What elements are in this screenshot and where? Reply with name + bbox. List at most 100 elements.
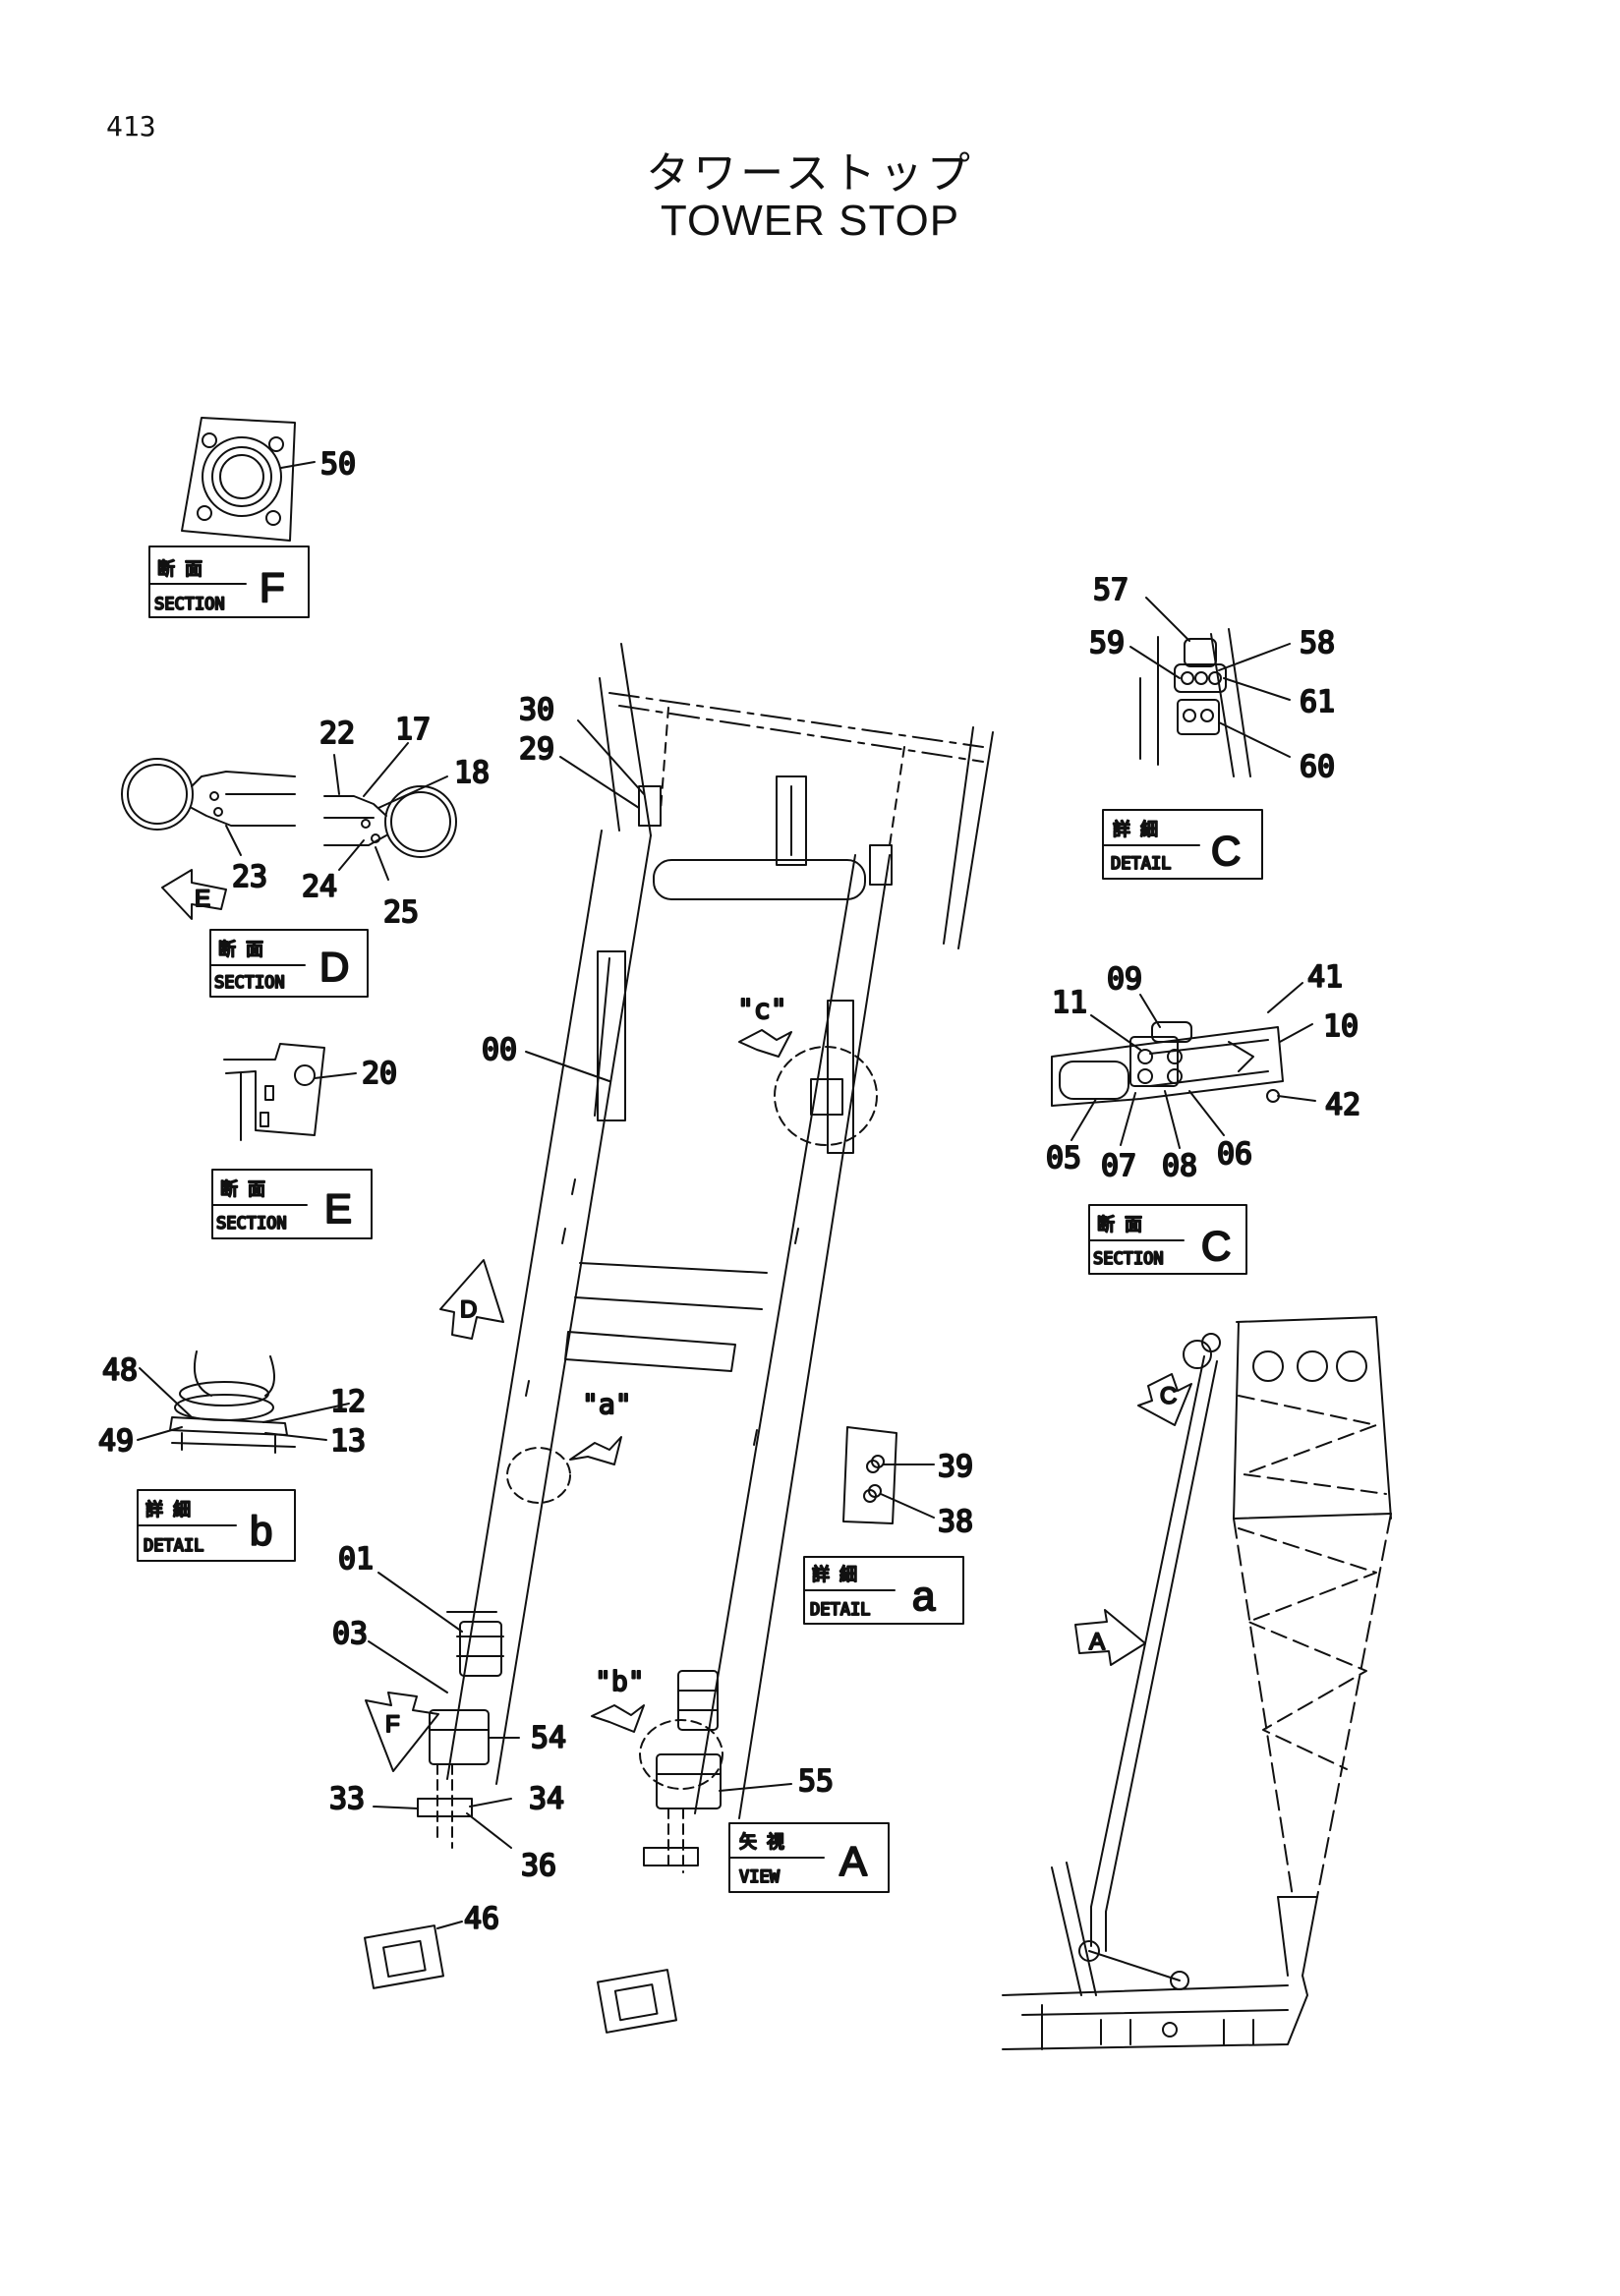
detail-a-drawing (842, 1426, 935, 1524)
callout-07: 07 (1101, 1149, 1136, 1183)
tower-frame-drawing (364, 643, 994, 2034)
svg-text:C: C (1201, 1223, 1231, 1269)
section-e-box: 断面 SECTION E (211, 1169, 373, 1239)
svg-text:A: A (839, 1838, 867, 1884)
svg-text:E: E (324, 1185, 352, 1232)
view-arrow-f: F (365, 1692, 439, 1772)
detail-b-drawing (137, 1350, 350, 1454)
svg-text:"a": "a" (582, 1388, 632, 1420)
callout-12: 12 (330, 1385, 366, 1419)
svg-text:DETAIL: DETAIL (1111, 854, 1171, 874)
callout-41: 41 (1307, 960, 1343, 995)
svg-text:C: C (1160, 1383, 1177, 1409)
svg-text:断面: 断面 (1097, 1215, 1152, 1235)
svg-text:詳細: 詳細 (145, 1500, 201, 1521)
svg-text:詳細: 詳細 (1113, 820, 1168, 840)
callout-11: 11 (1052, 986, 1087, 1020)
callout-55: 55 (798, 1764, 834, 1799)
callout-33: 33 (329, 1782, 365, 1816)
callout-46: 46 (464, 1902, 499, 1936)
svg-text:a: a (912, 1573, 936, 1619)
callout-59: 59 (1089, 626, 1125, 660)
callout-54: 54 (531, 1721, 566, 1755)
svg-text:DETAIL: DETAIL (144, 1536, 203, 1556)
callout-06: 06 (1217, 1137, 1252, 1172)
callout-08: 08 (1162, 1149, 1197, 1183)
svg-text:C: C (1211, 828, 1241, 874)
callout-09: 09 (1107, 962, 1142, 997)
view-arrow-e: E (161, 869, 227, 920)
callout-24: 24 (302, 870, 337, 904)
svg-text:断面: 断面 (220, 1179, 275, 1200)
callout-13: 13 (330, 1424, 366, 1459)
callout-29: 29 (519, 732, 554, 767)
svg-text:F: F (385, 1711, 400, 1738)
section-f-box: 断面 SECTION F (148, 545, 310, 618)
callout-01: 01 (338, 1542, 374, 1577)
detail-a-box: 詳細 DETAIL a (803, 1556, 964, 1625)
callout-00: 00 (482, 1033, 517, 1067)
svg-text:D: D (460, 1296, 477, 1323)
svg-text:断面: 断面 (157, 559, 212, 580)
callout-23: 23 (232, 860, 267, 894)
callout-22: 22 (319, 717, 355, 751)
view-arrow-d: D (439, 1259, 504, 1340)
callout-10: 10 (1323, 1009, 1359, 1044)
title-english: TOWER STOP (660, 197, 960, 245)
section-c-drawing (1051, 982, 1316, 1149)
svg-text:F: F (260, 564, 285, 610)
view-marker-c: "c" (736, 992, 792, 1058)
callout-38: 38 (938, 1505, 973, 1539)
callout-03: 03 (332, 1617, 368, 1651)
crane-lattice-tower-drawing (1002, 1316, 1392, 2050)
view-marker-a: "a" (569, 1387, 633, 1465)
svg-text:E: E (195, 886, 210, 912)
svg-text:矢視: 矢視 (739, 1832, 794, 1853)
title-japanese: タワーストップ (646, 148, 974, 199)
callout-34: 34 (529, 1782, 564, 1816)
view-marker-b: "b" (591, 1664, 646, 1733)
callout-30: 30 (519, 693, 554, 727)
section-c-box: 断面 SECTION C (1088, 1204, 1247, 1275)
callout-50: 50 (320, 447, 356, 482)
view-arrow-c: C (1137, 1373, 1192, 1426)
page-number: 413 (106, 110, 156, 143)
callout-61: 61 (1300, 685, 1335, 719)
svg-text:D: D (319, 944, 349, 990)
view-a-box: 矢視 VIEW A (728, 1822, 890, 1893)
svg-text:"c": "c" (737, 993, 787, 1025)
section-d-box: 断面 SECTION D (209, 929, 369, 998)
svg-text:DETAIL: DETAIL (810, 1600, 870, 1620)
detail-c-drawing (1129, 597, 1291, 777)
callout-05: 05 (1046, 1141, 1081, 1176)
callout-48: 48 (102, 1353, 138, 1388)
callout-60: 60 (1300, 750, 1335, 784)
svg-text:SECTION: SECTION (154, 595, 225, 614)
callout-36: 36 (521, 1849, 556, 1883)
view-arrow-a: A (1074, 1609, 1146, 1666)
svg-text:b: b (250, 1508, 272, 1554)
bracket-drawing (223, 1043, 357, 1141)
callout-58: 58 (1300, 626, 1335, 660)
detail-b-box: 詳細 DETAIL b (137, 1489, 296, 1562)
clamp-assembly-drawing (121, 742, 457, 881)
callout-25: 25 (383, 895, 419, 930)
callout-42: 42 (1325, 1088, 1360, 1122)
tower-leader-lines (368, 719, 792, 1929)
flange-plate-drawing (181, 417, 316, 542)
detail-c-box: 詳細 DETAIL C (1102, 809, 1263, 880)
callout-39: 39 (938, 1450, 973, 1484)
callout-17: 17 (395, 713, 431, 747)
svg-text:SECTION: SECTION (1093, 1249, 1164, 1269)
svg-text:SECTION: SECTION (214, 973, 285, 993)
svg-text:"b": "b" (595, 1665, 645, 1697)
callout-57: 57 (1093, 573, 1128, 607)
callout-18: 18 (454, 756, 490, 790)
svg-text:VIEW: VIEW (739, 1867, 781, 1887)
callout-20: 20 (362, 1057, 397, 1091)
svg-text:断面: 断面 (218, 940, 273, 960)
svg-text:A: A (1089, 1629, 1105, 1655)
svg-text:詳細: 詳細 (812, 1565, 867, 1585)
